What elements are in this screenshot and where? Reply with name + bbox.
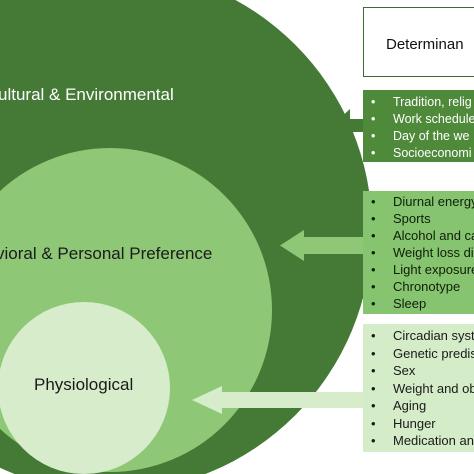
bullet-icon: • bbox=[371, 194, 376, 209]
list-item: •Day of the we bbox=[371, 129, 470, 143]
bullet-icon: • bbox=[371, 146, 376, 160]
middle-ring-label: vioral & Personal Preference bbox=[0, 244, 213, 263]
list-item: •Alcohol and ca bbox=[371, 228, 474, 243]
bullet-icon: • bbox=[371, 129, 376, 143]
cultural-factors-box: •Tradition, relig •Work schedule •Day of… bbox=[363, 90, 474, 162]
list-item: •Genetic predis bbox=[371, 345, 474, 361]
bullet-icon: • bbox=[371, 363, 376, 378]
bullet-icon: • bbox=[371, 211, 376, 226]
bullet-icon: • bbox=[371, 380, 376, 396]
list-item: •Light exposure bbox=[371, 262, 474, 277]
list-item: •Weight and ob bbox=[371, 380, 474, 396]
list-item: •Tradition, relig bbox=[371, 95, 472, 109]
bullet-icon: • bbox=[371, 433, 376, 448]
bullet-icon: • bbox=[371, 262, 376, 277]
bullet-icon: • bbox=[371, 415, 376, 431]
list-item: •Sleep bbox=[371, 296, 427, 311]
list-item: •Work schedule bbox=[371, 112, 474, 126]
list-item: •Aging bbox=[371, 398, 427, 413]
physiological-factors-box: •Circadian syste •Genetic predis •Sex •W… bbox=[363, 324, 474, 452]
header-title: Determinan bbox=[386, 36, 464, 53]
bullet-icon: • bbox=[371, 245, 376, 260]
bullet-icon: • bbox=[371, 279, 376, 294]
list-item: •Sex bbox=[371, 363, 416, 378]
determinants-header-box: Determinan bbox=[363, 7, 474, 77]
bullet-icon: • bbox=[371, 398, 376, 413]
bullet-icon: • bbox=[371, 296, 376, 311]
list-item: •Weight loss di bbox=[371, 245, 474, 260]
bullet-icon: • bbox=[371, 345, 376, 361]
behavioral-factors-list: •Diurnal energy •Sports •Alcohol and ca … bbox=[363, 193, 474, 312]
list-item: •Medication an bbox=[371, 433, 474, 448]
list-item: •Circadian syste bbox=[371, 328, 474, 343]
outer-ring-label: ultural & Environmental bbox=[0, 85, 174, 104]
arrow-behavioral-icon bbox=[280, 230, 363, 261]
bullet-icon: • bbox=[371, 112, 376, 126]
arrow-physiological-icon bbox=[192, 386, 363, 414]
bullet-icon: • bbox=[371, 228, 376, 243]
cultural-factors-list: •Tradition, relig •Work schedule •Day of… bbox=[363, 94, 474, 162]
list-item: •Socioeconomi bbox=[371, 146, 472, 160]
physiological-factors-list: •Circadian syste •Genetic predis •Sex •W… bbox=[363, 327, 474, 450]
list-item: •Sports bbox=[371, 211, 431, 226]
list-item: •Chronotype bbox=[371, 279, 461, 294]
behavioral-factors-box: •Diurnal energy •Sports •Alcohol and ca … bbox=[363, 191, 474, 314]
list-item: •Diurnal energy bbox=[371, 194, 474, 209]
inner-circle bbox=[0, 302, 170, 474]
inner-ring-label: Physiological bbox=[34, 375, 134, 394]
bullet-icon: • bbox=[371, 328, 376, 343]
arrow-cultural-icon bbox=[332, 109, 363, 142]
bullet-icon: • bbox=[371, 95, 376, 109]
list-item: •Hunger bbox=[371, 415, 436, 431]
